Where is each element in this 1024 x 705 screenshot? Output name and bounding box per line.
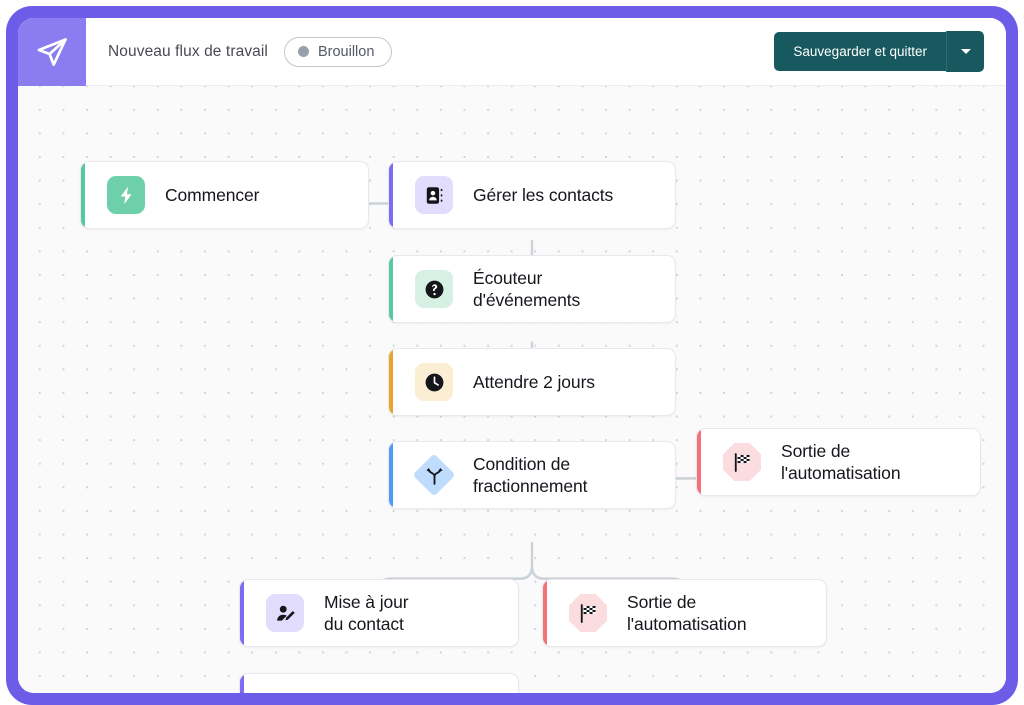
- node-accent-bar: [543, 580, 547, 646]
- app-header: Nouveau flux de travail Brouillon Sauveg…: [18, 18, 1006, 86]
- status-badge[interactable]: Brouillon: [283, 36, 393, 67]
- save-options-dropdown-button[interactable]: [946, 31, 984, 72]
- person-edit-icon: [266, 594, 304, 632]
- chevron-down-icon: [960, 49, 971, 54]
- split-branch-icon: [412, 453, 456, 497]
- workflow-node-event-listener[interactable]: Écouteur d'événements: [388, 255, 676, 323]
- checkered-flag-icon: [723, 443, 761, 481]
- node-accent-bar: [389, 349, 393, 415]
- contact-book-icon: [415, 176, 453, 214]
- checkered-flag-icon: [569, 594, 607, 632]
- lightning-bolt-icon: [107, 176, 145, 214]
- workflow-node-manage-contacts[interactable]: Gérer les contacts: [388, 161, 676, 229]
- node-label: Condition de fractionnement: [473, 453, 588, 496]
- workflow-node-wait-2-days[interactable]: Attendre 2 jours: [388, 348, 676, 416]
- node-accent-bar: [697, 429, 701, 495]
- page-title: Nouveau flux de travail: [108, 42, 268, 60]
- workflow-node-update-contact[interactable]: Mise à jour du contact: [239, 579, 519, 647]
- workflow-node-start[interactable]: Commencer: [80, 161, 369, 229]
- node-label: Sortie de l'automatisation: [627, 591, 747, 634]
- node-accent-bar: [240, 674, 244, 693]
- node-label: Attendre 2 jours: [473, 371, 595, 392]
- header-actions: Sauvegarder et quitter: [774, 31, 984, 72]
- node-accent-bar: [389, 442, 393, 508]
- node-accent-bar: [389, 256, 393, 322]
- node-label: Mise à jour du contact: [324, 591, 409, 634]
- node-label: Sortie de l'automatisation: [781, 440, 901, 483]
- workflow-node-partial-bottom[interactable]: [239, 673, 519, 693]
- question-mark-circle-icon: [415, 270, 453, 308]
- node-accent-bar: [240, 580, 244, 646]
- node-accent-bar: [81, 162, 85, 228]
- send-paper-plane-icon[interactable]: [18, 18, 86, 86]
- workflow-node-split-condition[interactable]: Condition de fractionnement: [388, 441, 676, 509]
- node-label: Commencer: [165, 184, 260, 205]
- app-window: Nouveau flux de travail Brouillon Sauveg…: [18, 18, 1006, 693]
- status-badge-label: Brouillon: [317, 43, 375, 60]
- node-icon-background: [266, 594, 304, 632]
- status-dot-icon: [297, 46, 309, 57]
- clock-icon: [415, 363, 453, 401]
- app-frame: Nouveau flux de travail Brouillon Sauveg…: [6, 6, 1018, 705]
- workflow-node-exit-automation-right[interactable]: Sortie de l'automatisation: [696, 428, 981, 496]
- workflow-node-exit-automation-bottom[interactable]: Sortie de l'automatisation: [542, 579, 827, 647]
- save-and-exit-button[interactable]: Sauvegarder et quitter: [774, 32, 946, 71]
- node-label: Écouteur d'événements: [473, 267, 581, 310]
- node-accent-bar: [389, 162, 393, 228]
- node-label: Gérer les contacts: [473, 184, 614, 205]
